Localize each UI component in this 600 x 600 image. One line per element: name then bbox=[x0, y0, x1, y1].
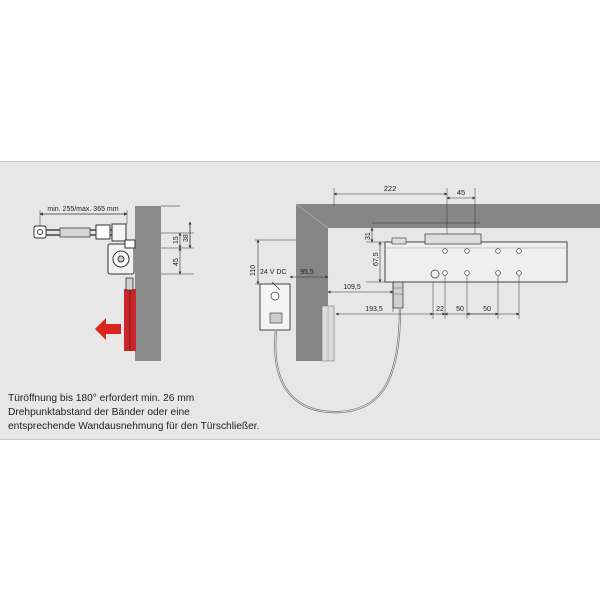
dim-22: 22 bbox=[436, 306, 444, 313]
dim-45-top: 45 bbox=[457, 188, 465, 197]
dim-50-a: 50 bbox=[456, 306, 464, 313]
dim-50-b: 50 bbox=[483, 306, 491, 313]
voltage-label: 24 V DC bbox=[260, 269, 286, 276]
dim-67-5: 67,5 bbox=[373, 252, 380, 266]
dim-arm-range: min. 255/max. 365 mm bbox=[47, 206, 118, 213]
caption-line-1: Türöffnung bis 180° erfordert min. 26 mm bbox=[8, 393, 195, 404]
dim-15: 15 bbox=[173, 236, 180, 244]
dim-222: 222 bbox=[384, 184, 397, 193]
caption: Türöffnung bis 180° erfordert min. 26 mm… bbox=[8, 392, 308, 434]
technical-drawing: min. 255/max. 365 mm 15 45 38 bbox=[33, 184, 600, 414]
closer-body bbox=[384, 241, 568, 283]
side-view: min. 255/max. 365 mm 15 45 38 bbox=[33, 205, 194, 361]
caption-line-2: Drehpunktabstand der Bänder oder eine bbox=[8, 407, 190, 418]
frame-section bbox=[135, 206, 161, 361]
wall-section bbox=[296, 204, 600, 361]
drawing-panel: min. 255/max. 365 mm 15 45 38 bbox=[0, 161, 600, 440]
dim-38: 38 bbox=[183, 234, 190, 242]
front-view: 222 45 31 67,5 110 24 V DC 95,5 109,5 bbox=[250, 184, 600, 414]
dim-45-left: 45 bbox=[173, 258, 180, 266]
dim-31: 31 bbox=[365, 232, 372, 240]
dim-110: 110 bbox=[250, 265, 257, 276]
dim-193-5: 193,5 bbox=[365, 306, 383, 313]
dim-109-5: 109,5 bbox=[343, 284, 361, 291]
dim-95-5: 95,5 bbox=[300, 269, 314, 276]
caption-line-3: entsprechende Wandausnehmung für den Tür… bbox=[8, 421, 260, 432]
push-arrow-icon bbox=[95, 318, 121, 340]
mounting-holes bbox=[442, 248, 522, 276]
